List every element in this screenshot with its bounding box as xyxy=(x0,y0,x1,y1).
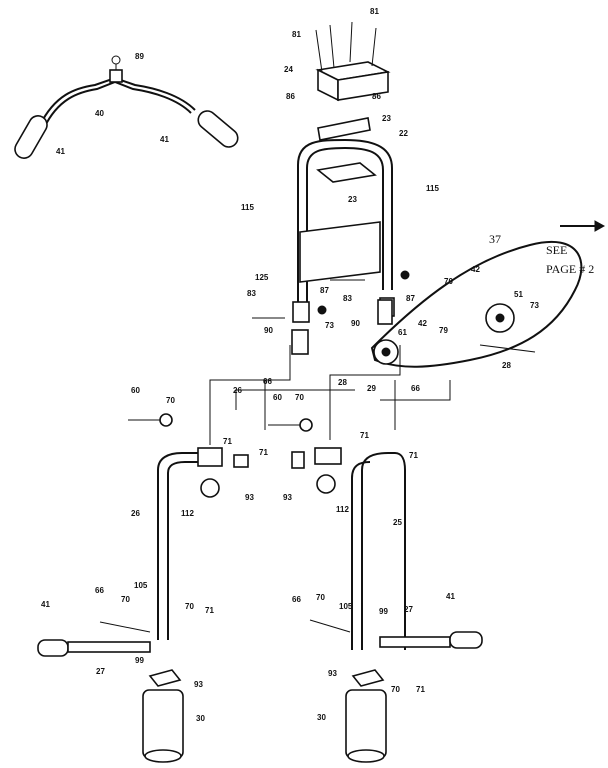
part-label: 115 xyxy=(426,184,439,193)
part-label: 89 xyxy=(135,52,144,61)
callout-page-2: PAGE # 2 xyxy=(546,262,595,276)
part-label: 70 xyxy=(166,396,175,405)
part-label: 105 xyxy=(134,581,148,590)
part-label: 42 xyxy=(471,265,480,274)
callout-37: 37 xyxy=(489,232,501,246)
part-label: 70 xyxy=(391,685,400,694)
part-label: 93 xyxy=(194,680,203,689)
part-label: 30 xyxy=(317,713,326,722)
part-label: 93 xyxy=(283,493,292,502)
upper-frame xyxy=(291,138,395,355)
part-label: 86 xyxy=(286,92,295,101)
grip-right xyxy=(197,110,239,148)
part-label: 86 xyxy=(372,92,381,101)
upright-right xyxy=(291,447,406,650)
grip-left xyxy=(14,115,48,159)
part-label: 29 xyxy=(367,384,376,393)
part-label: 66 xyxy=(292,595,301,604)
part-label: 27 xyxy=(96,667,105,676)
part-label: 93 xyxy=(328,669,337,678)
part-label: 87 xyxy=(320,286,329,295)
part-label: 41 xyxy=(41,600,50,609)
part-label: 79 xyxy=(439,326,448,335)
upright-left xyxy=(157,447,249,640)
part-label: 81 xyxy=(292,30,301,39)
part-label: 26 xyxy=(233,386,242,395)
part-label: 93 xyxy=(245,493,254,502)
pulley-plate xyxy=(370,220,606,368)
part-label: 51 xyxy=(514,290,523,299)
part-label: 41 xyxy=(446,592,455,601)
part-label: 99 xyxy=(135,656,144,665)
part-label: 125 xyxy=(255,273,269,282)
part-label: 83 xyxy=(247,289,256,298)
part-label: 66 xyxy=(95,586,104,595)
bolts xyxy=(99,270,536,633)
part-label: 99 xyxy=(379,607,388,616)
part-label: 70 xyxy=(121,595,130,604)
part-label: 73 xyxy=(530,301,539,310)
callout-see: SEE xyxy=(546,243,568,257)
part-label: 90 xyxy=(264,326,273,335)
part-label: 60 xyxy=(273,393,282,402)
part-label: 83 xyxy=(343,294,352,303)
part-label: 112 xyxy=(336,505,349,514)
part-label: 60 xyxy=(131,386,140,395)
part-label: 42 xyxy=(418,319,427,328)
part-label: 112 xyxy=(181,509,194,518)
part-label: 71 xyxy=(416,685,425,694)
part-label: 66 xyxy=(411,384,420,393)
part-label: 70 xyxy=(316,593,325,602)
part-label: 71 xyxy=(360,431,369,440)
part-label: 105 xyxy=(339,602,353,611)
part-label: 23 xyxy=(348,195,357,204)
part-label: 70 xyxy=(295,393,304,402)
roller-left xyxy=(142,669,184,763)
part-label: 71 xyxy=(409,451,418,460)
part-label: 24 xyxy=(284,65,293,74)
part-label: 70 xyxy=(444,277,453,286)
part-label: 71 xyxy=(259,448,268,457)
part-label: 61 xyxy=(398,328,407,337)
part-label: 73 xyxy=(325,321,334,330)
part-label: 30 xyxy=(196,714,205,723)
roller-right xyxy=(345,669,387,763)
part-label: 41 xyxy=(56,147,65,156)
lower-grip-left xyxy=(37,639,151,657)
part-label: 23 xyxy=(382,114,391,123)
part-label: 90 xyxy=(351,319,360,328)
lower-grip-right xyxy=(379,631,483,649)
guide-lines xyxy=(209,345,451,445)
part-label: 25 xyxy=(393,518,402,527)
part-label: 71 xyxy=(223,437,232,446)
curl-bar xyxy=(39,55,196,129)
part-label: 115 xyxy=(241,203,254,212)
part-label: 81 xyxy=(370,7,379,16)
part-label: 22 xyxy=(399,129,408,138)
part-label: 28 xyxy=(502,361,511,370)
part-label: 71 xyxy=(205,606,214,615)
part-label: 66 xyxy=(263,377,272,386)
top-bracket xyxy=(315,21,391,141)
part-label: 26 xyxy=(131,509,140,518)
part-label: 27 xyxy=(404,605,413,614)
part-label: 70 xyxy=(185,602,194,611)
part-label: 87 xyxy=(406,294,415,303)
part-label: 40 xyxy=(95,109,104,118)
part-label: 41 xyxy=(160,135,169,144)
part-label: 28 xyxy=(338,378,347,387)
